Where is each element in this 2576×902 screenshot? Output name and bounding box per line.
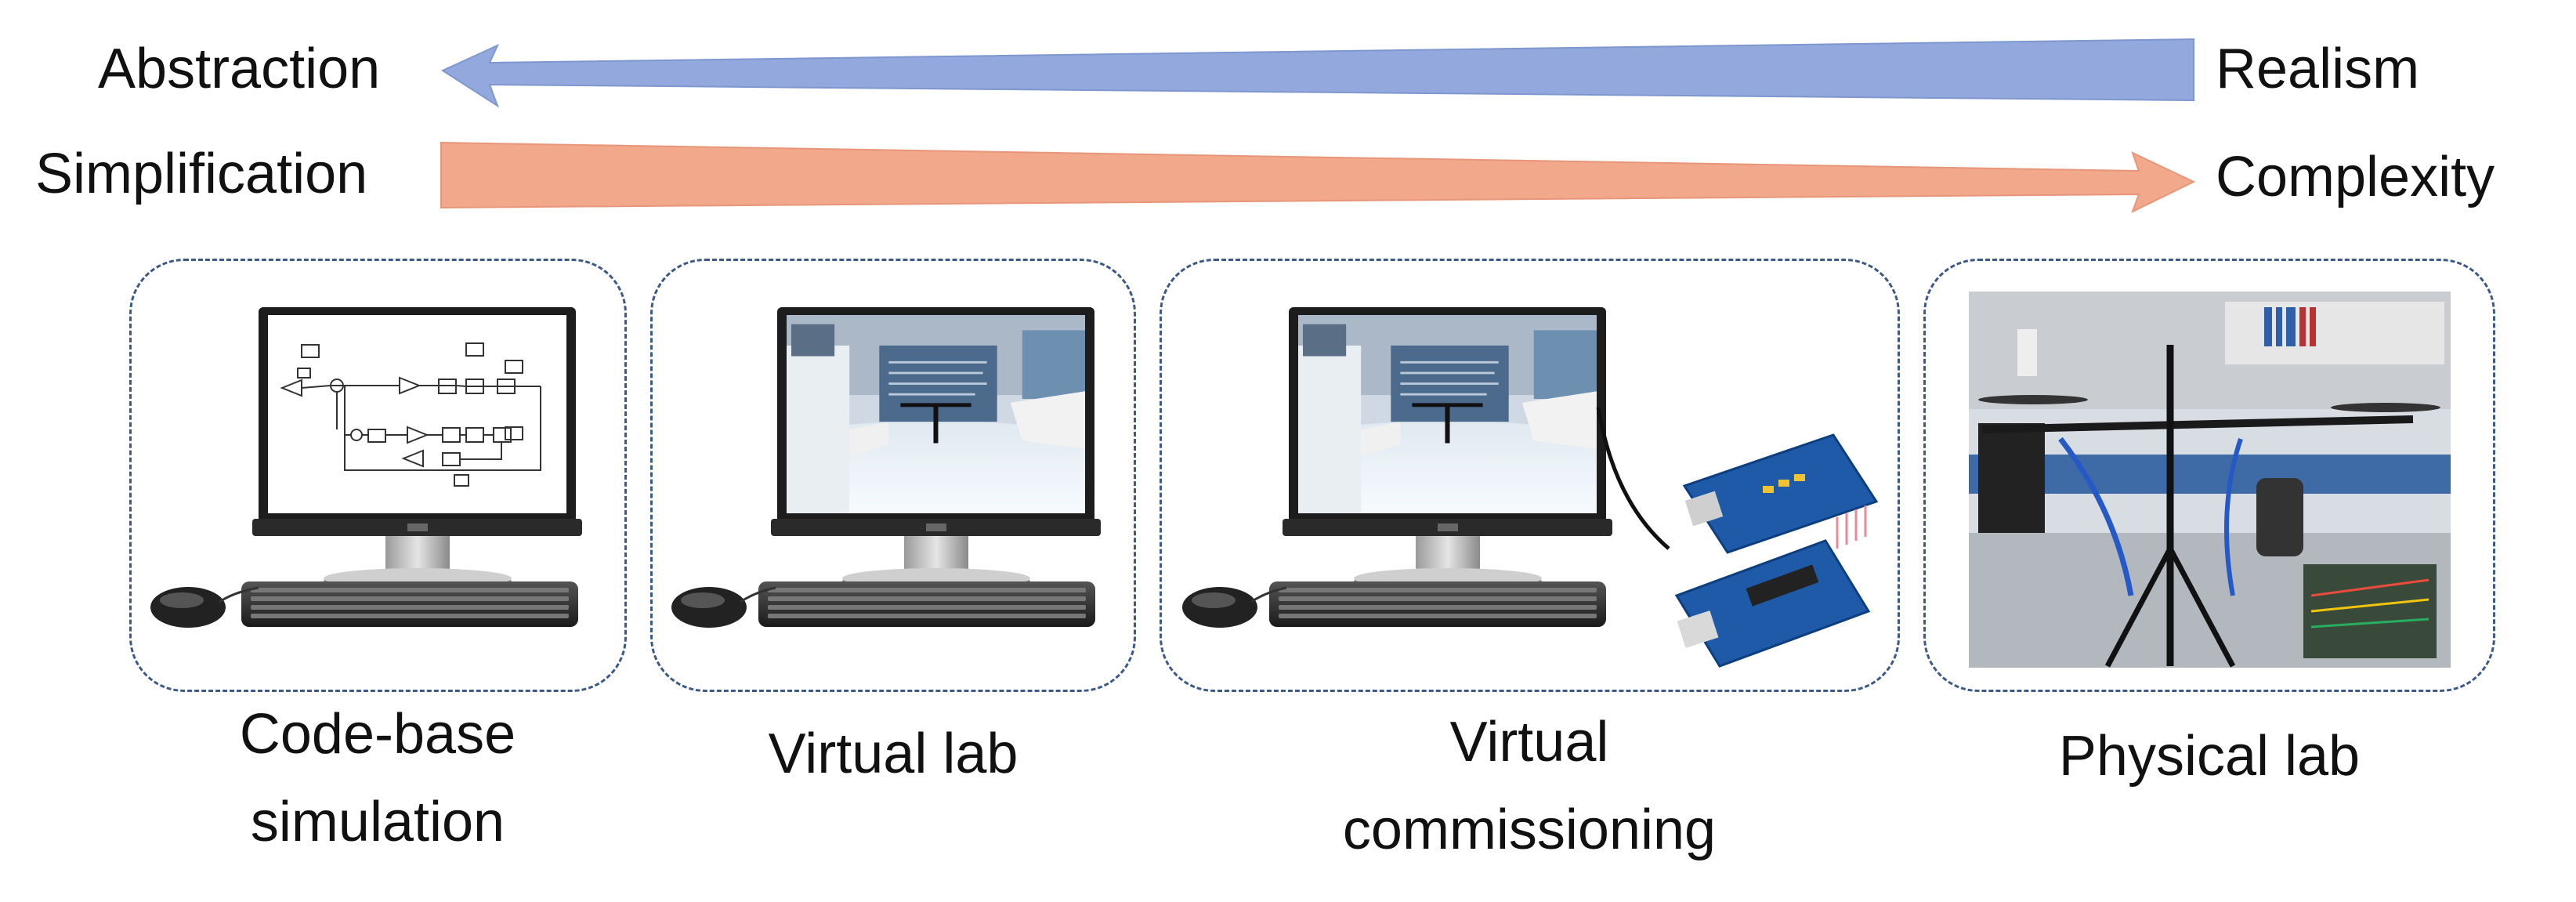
caption-line-1: Physical lab	[2058, 725, 2361, 788]
complexity-label: Complexity	[2216, 146, 2495, 208]
virtual-lab-screen	[787, 315, 1085, 513]
virtual-commissioning-caption: Virtual commissioning	[1216, 699, 1843, 874]
virtual-lab-panel	[650, 259, 1136, 692]
abstraction-arrow	[440, 38, 2194, 108]
physical-lab-panel	[1923, 259, 2495, 692]
code-base-simulation-panel	[129, 259, 627, 692]
caption-line-1: Code-base	[239, 703, 516, 766]
top-arrows	[440, 38, 2196, 213]
block-diagram-screen	[280, 342, 541, 487]
simplification-label: Simplification	[35, 143, 368, 205]
realism-label: Realism	[2216, 38, 2420, 100]
microcontroller-board-icon	[1674, 433, 1879, 668]
code-base-simulation-caption: Code-base simulation	[143, 691, 613, 866]
physical-lab-photo	[1969, 292, 2451, 668]
physical-lab-caption: Physical lab	[1923, 713, 2495, 801]
desktop-computer-icon	[150, 307, 582, 628]
caption-line-1: Virtual lab	[768, 723, 1018, 785]
virtual-lab-screen	[1298, 315, 1597, 513]
complexity-arrow	[440, 141, 2196, 213]
desktop-computer-icon	[671, 307, 1101, 628]
abstraction-label: Abstraction	[98, 38, 381, 100]
caption-line-2: commissioning	[1342, 798, 1717, 861]
virtual-lab-caption: Virtual lab	[650, 711, 1136, 799]
desktop-computer-with-microcontroller-icon	[1182, 307, 1879, 668]
caption-line-1: Virtual	[1449, 711, 1609, 773]
caption-line-2: simulation	[250, 790, 505, 853]
virtual-commissioning-panel	[1160, 259, 1900, 692]
